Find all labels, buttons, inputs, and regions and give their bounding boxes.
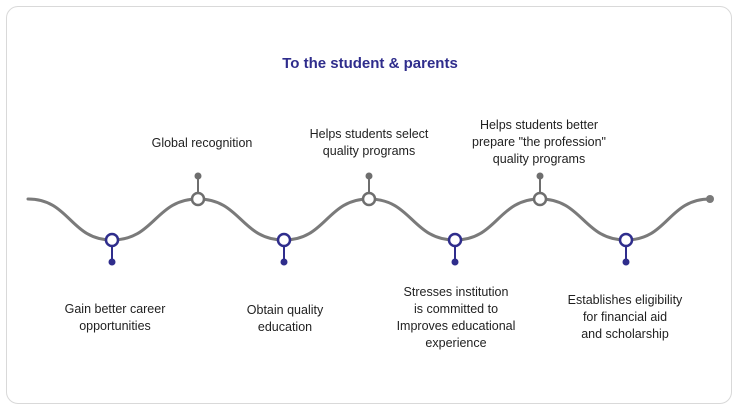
wave-end-dot [706,195,714,203]
diagram-title: To the student & parents [282,55,458,72]
bottom-marker-dot-2 [280,258,288,266]
top-marker-dot-3 [536,172,544,180]
top-marker-dot-1 [194,172,202,180]
bottom-marker-ring-2 [276,232,292,248]
bottom-label-2: Obtain quality education [246,303,324,334]
top-marker-ring-1 [190,191,206,207]
bottom-marker-ring-3 [447,232,463,248]
bottom-label-3: Stresses institution is committed to Imp… [396,285,516,350]
bottom-marker-dot-3 [451,258,459,266]
top-marker-dot-2 [365,172,373,180]
top-label-3: Helps students better prepare "the profe… [472,118,606,166]
bottom-label-4: Establishes eligibility for financial ai… [567,293,683,341]
bottom-marker-ring-4 [618,232,634,248]
top-label-2: Helps students select quality programs [309,127,429,158]
bottom-marker-dot-4 [622,258,630,266]
top-label-1: Global recognition [151,136,253,150]
top-marker-ring-2 [361,191,377,207]
bottom-marker-dot-1 [108,258,116,266]
bottom-marker-ring-1 [104,232,120,248]
top-marker-ring-3 [532,191,548,207]
bottom-label-1: Gain better career opportunities [64,302,166,333]
